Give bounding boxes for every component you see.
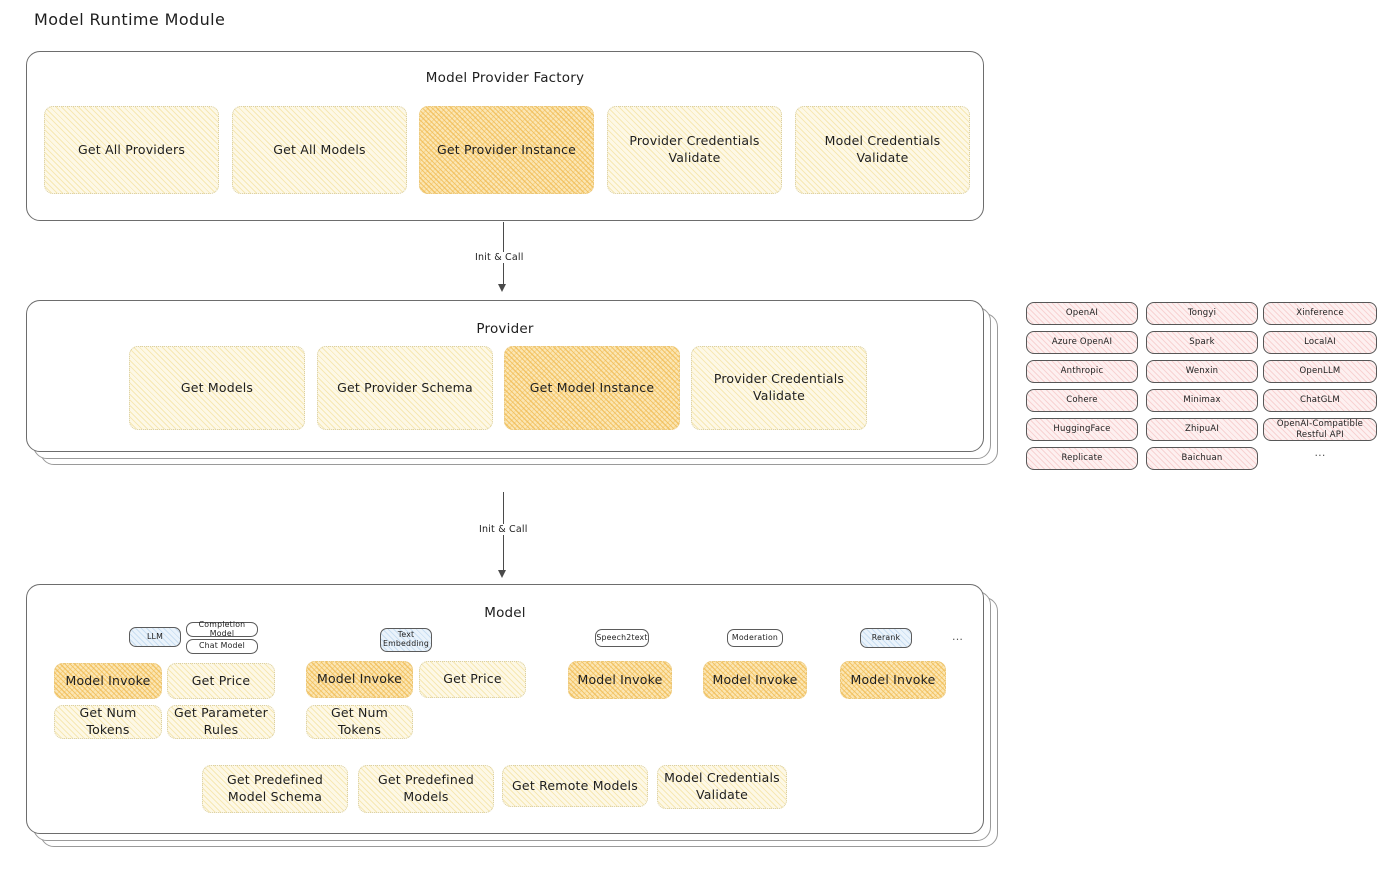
model-provider-factory-title: Model Provider Factory	[425, 70, 585, 86]
arrow-provider-to-model-head	[498, 570, 506, 578]
factory-item-provider-credentials-validate[interactable]: Provider Credentials Validate	[607, 106, 782, 194]
provider-item-get-models[interactable]: Get Models	[129, 346, 305, 430]
model-action-box[interactable]: Model Invoke	[840, 661, 946, 699]
model-type-badge[interactable]: Speech2text	[595, 629, 649, 647]
model-action-box[interactable]: Get Price	[167, 663, 275, 699]
model-title: Model	[484, 605, 526, 621]
factory-item-get-provider-instance[interactable]: Get Provider Instance	[419, 106, 594, 194]
model-sub-type-badge[interactable]: Completion Model	[186, 620, 258, 637]
provider-list-ellipsis: ...	[1314, 446, 1326, 459]
provider-chip[interactable]: Tongyi	[1146, 302, 1258, 325]
provider-chip[interactable]: Azure OpenAI	[1026, 331, 1138, 354]
model-action-box[interactable]: Get Price	[419, 661, 526, 698]
model-common-get-predefined-model-schema[interactable]: Get Predefined Model Schema	[202, 765, 348, 813]
provider-chip[interactable]: Wenxin	[1146, 360, 1258, 383]
provider-chip[interactable]: Spark	[1146, 331, 1258, 354]
model-type-badge[interactable]: Rerank	[860, 628, 912, 648]
model-action-box[interactable]: Model Invoke	[54, 663, 162, 699]
factory-item-get-all-models[interactable]: Get All Models	[232, 106, 407, 194]
model-common-get-predefined-models[interactable]: Get Predefined Models	[358, 765, 494, 813]
provider-item-provider-credentials-validate[interactable]: Provider Credentials Validate	[691, 346, 867, 430]
provider-chip[interactable]: ChatGLM	[1263, 389, 1377, 412]
provider-chip[interactable]: OpenAI	[1026, 302, 1138, 325]
model-action-box[interactable]: Model Invoke	[568, 661, 672, 699]
model-action-box[interactable]: Get Num Tokens	[306, 705, 413, 739]
model-common-get-remote-models[interactable]: Get Remote Models	[502, 765, 648, 807]
factory-item-get-all-providers[interactable]: Get All Providers	[44, 106, 219, 194]
page-title: Model Runtime Module	[34, 10, 226, 29]
model-action-box[interactable]: Model Invoke	[703, 661, 807, 699]
provider-chip[interactable]: OpenLLM	[1263, 360, 1377, 383]
arrow-provider-to-model-label: Init & Call	[476, 524, 531, 535]
model-type-badge[interactable]: Text Embedding	[380, 628, 432, 652]
factory-item-model-credentials-validate[interactable]: Model Credentials Validate	[795, 106, 970, 194]
provider-chip[interactable]: OpenAI-Compatible Restful API	[1263, 418, 1377, 441]
model-type-badge[interactable]: LLM	[129, 627, 181, 647]
provider-chip[interactable]: Baichuan	[1146, 447, 1258, 470]
provider-item-get-model-instance[interactable]: Get Model Instance	[504, 346, 680, 430]
provider-chip[interactable]: LocalAI	[1263, 331, 1377, 354]
model-action-box[interactable]: Get Parameter Rules	[167, 705, 275, 739]
model-action-box[interactable]: Model Invoke	[306, 661, 413, 698]
arrow-factory-to-provider-head	[498, 284, 506, 292]
model-action-box[interactable]: Get Num Tokens	[54, 705, 162, 739]
provider-chip[interactable]: HuggingFace	[1026, 418, 1138, 441]
model-sub-type-badge[interactable]: Chat Model	[186, 639, 258, 654]
arrow-factory-to-provider-label: Init & Call	[472, 252, 527, 263]
model-types-ellipsis: ...	[952, 630, 964, 643]
provider-item-get-provider-schema[interactable]: Get Provider Schema	[317, 346, 493, 430]
provider-chip[interactable]: Replicate	[1026, 447, 1138, 470]
model-type-badge[interactable]: Moderation	[727, 629, 783, 647]
model-common-model-credentials-validate[interactable]: Model Credentials Validate	[657, 765, 787, 809]
provider-title: Provider	[476, 321, 534, 337]
provider-chip[interactable]: Anthropic	[1026, 360, 1138, 383]
provider-chip[interactable]: ZhipuAI	[1146, 418, 1258, 441]
provider-chip[interactable]: Cohere	[1026, 389, 1138, 412]
provider-chip[interactable]: Xinference	[1263, 302, 1377, 325]
provider-chip[interactable]: Minimax	[1146, 389, 1258, 412]
